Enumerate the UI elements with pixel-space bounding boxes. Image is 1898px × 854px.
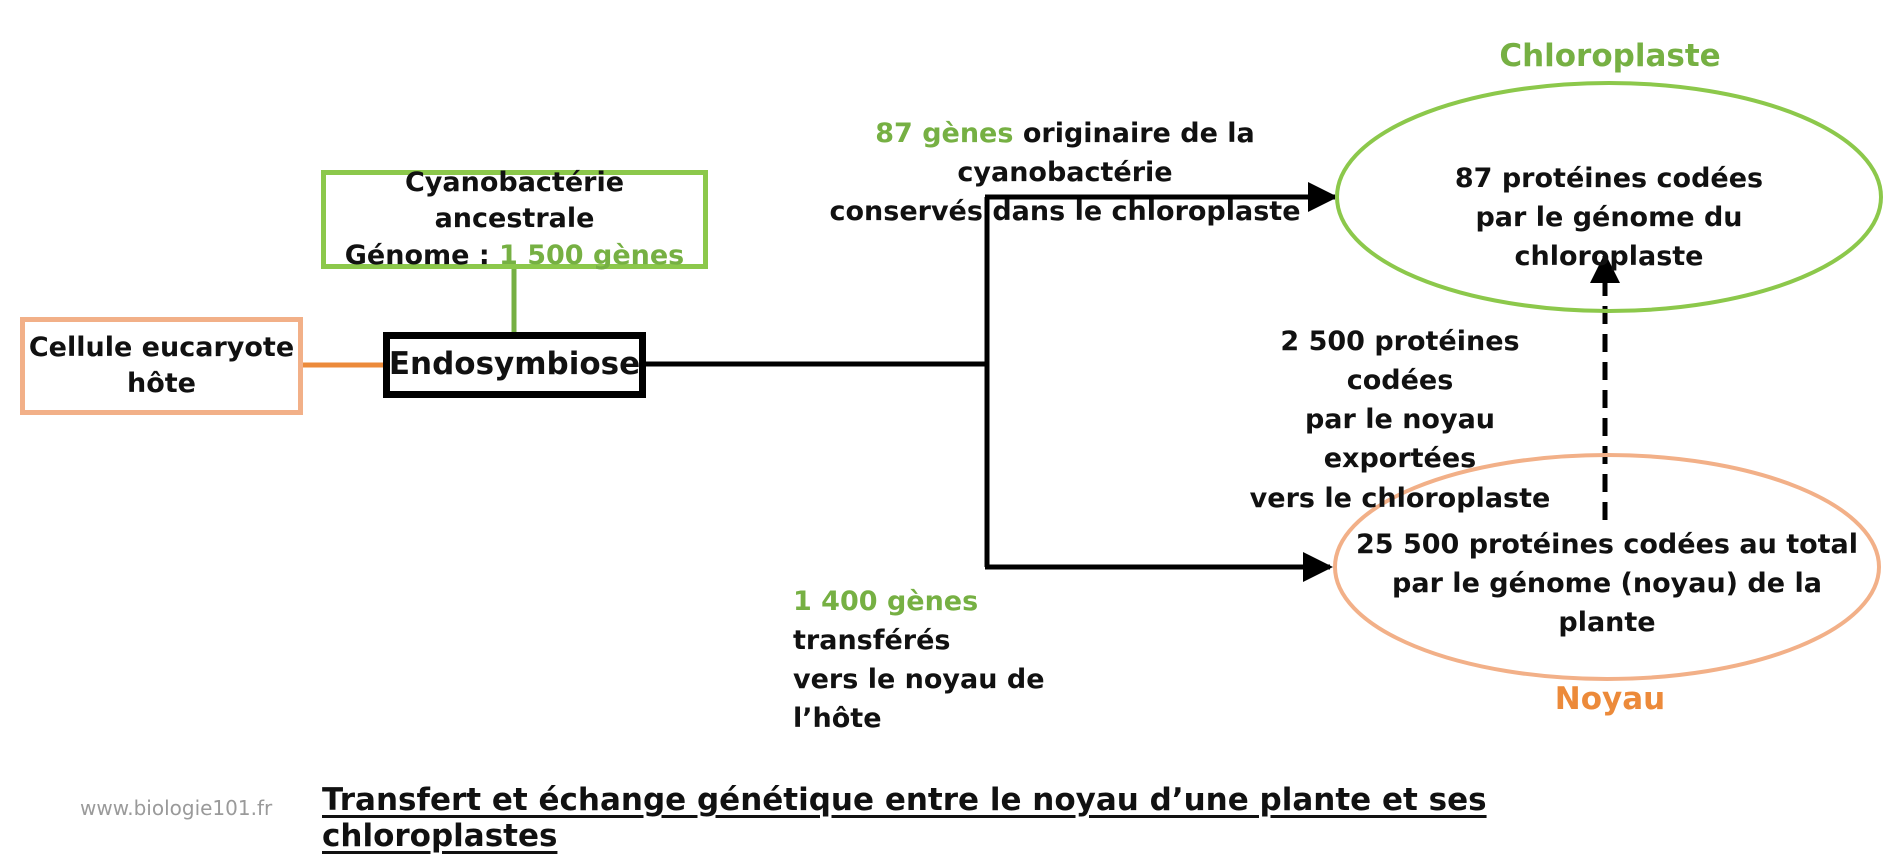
- transferred-genes-action: transférés: [793, 625, 951, 657]
- transferred-genes-line1: 1 400 gènes transférés: [793, 582, 1133, 660]
- kept-genes-line2: conservés dans le chloroplaste: [829, 196, 1301, 228]
- kept-genes-line1: 87 gènes originaire de la cyanobactérie: [780, 114, 1350, 192]
- diagram-caption: Transfert et échange génétique entre le …: [322, 782, 1487, 854]
- chloroplast-ellipse: [1335, 81, 1883, 313]
- endosymbiosis-label: Endosymbiose: [388, 346, 641, 383]
- nucleus-line1: 25 500 protéines codées au total: [1355, 529, 1859, 560]
- exported-proteins-label: 2 500 protéines codées par le noyau expo…: [1230, 322, 1570, 518]
- host-cell-line2: hôte: [127, 368, 196, 399]
- cyanobacteria-box: Cyanobactérie ancestrale Génome : 1 500 …: [321, 167, 708, 271]
- chloroplast-title: Chloroplaste: [1499, 38, 1721, 74]
- transferred-genes-label: 1 400 gènes transférés vers le noyau de …: [793, 582, 1133, 739]
- cyanobacteria-genome: Génome : 1 500 gènes: [345, 238, 685, 274]
- chloroplast-line1: 87 protéines codées: [1454, 163, 1764, 194]
- host-cell-line1: Cellule eucaryote: [28, 331, 295, 363]
- chloroplast-line2: par le génome du chloroplaste: [1475, 202, 1743, 273]
- nucleus-ellipse: [1333, 453, 1881, 681]
- host-cell-box: Cellule eucaryote hôte: [20, 317, 303, 415]
- cyanobacteria-line1: Cyanobactérie ancestrale: [404, 166, 625, 235]
- transferred-genes-count: 1 400 gènes: [793, 586, 979, 617]
- kept-genes-origin: originaire de la cyanobactérie: [957, 118, 1255, 189]
- nucleus-line2: par le génome (noyau) de la plante: [1392, 568, 1822, 639]
- exported-line3: vers le chloroplaste: [1249, 482, 1551, 514]
- genome-gene-count: 1 500 gènes: [499, 239, 685, 271]
- genome-label: Génome :: [344, 239, 500, 271]
- kept-genes-label: 87 gènes originaire de la cyanobactérie …: [780, 114, 1350, 231]
- nucleus-content: 25 500 protéines codées au total par le …: [1345, 525, 1869, 642]
- nucleus-title: Noyau: [1554, 681, 1666, 717]
- chloroplast-content: 87 protéines codées par le génome du chl…: [1380, 159, 1838, 276]
- exported-line1: 2 500 protéines codées: [1280, 326, 1520, 397]
- transferred-genes-line2: vers le noyau de l’hôte: [793, 664, 1045, 735]
- kept-genes-count: 87 gènes: [875, 118, 1014, 149]
- exported-line2: par le noyau exportées: [1304, 404, 1496, 475]
- endosymbiosis-box: Endosymbiose: [383, 332, 646, 398]
- watermark: www.biologie101.fr: [80, 796, 273, 820]
